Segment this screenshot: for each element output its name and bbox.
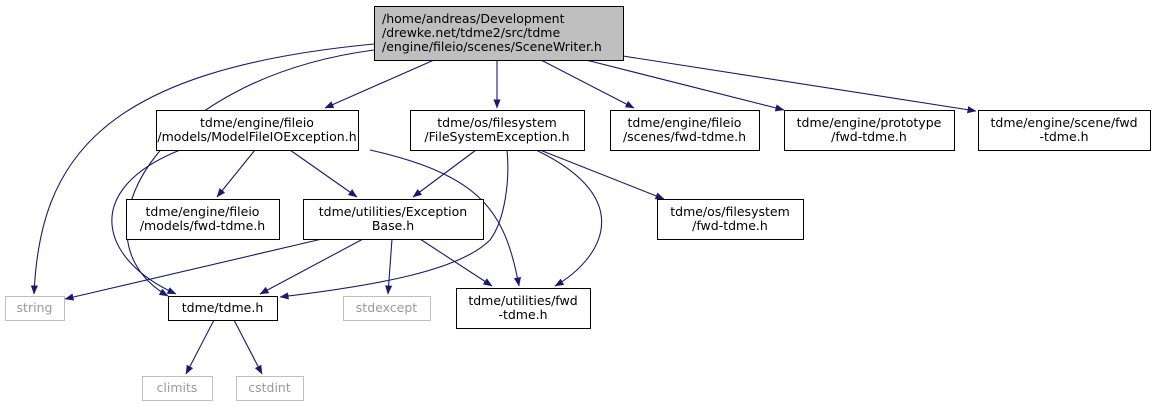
edge-tdme-to-climits xyxy=(185,319,215,375)
node-box xyxy=(126,199,280,240)
edge-tdme-to-cstdint xyxy=(233,319,263,375)
node-label-line: -tdme.h xyxy=(1039,129,1088,144)
node-label-line: /fwd-tdme.h xyxy=(831,129,907,144)
edge-modelfileioexception-to-models-fwd xyxy=(216,149,256,198)
node-label-line: string xyxy=(17,300,53,315)
node-box xyxy=(142,376,213,401)
node-string[interactable]: string xyxy=(5,296,65,321)
node-climits[interactable]: climits xyxy=(142,376,213,401)
node-label-line: cstdint xyxy=(248,380,291,395)
node-filesystem-fwd[interactable]: tdme/os/filesystem/fwd-tdme.h xyxy=(657,199,804,240)
node-label-line: tdme/os/filesystem xyxy=(437,115,557,130)
node-label-line: /drewke.net/tdme2/src/tdme xyxy=(382,25,560,40)
node-label-line: tdme/engine/prototype xyxy=(797,115,942,130)
edges xyxy=(30,43,977,375)
node-scenes-fwd[interactable]: tdme/engine/fileio/scenes/fwd-tdme.h xyxy=(610,110,760,151)
node-label-line: tdme/engine/fileio xyxy=(628,115,742,130)
edge-root-to-prototype-fwd xyxy=(585,59,785,112)
node-box xyxy=(657,199,804,240)
edge-exceptionbase-to-stdexcept xyxy=(385,238,393,295)
edge-filesystemexception-to-exceptionbase xyxy=(412,149,477,198)
node-tdme[interactable]: tdme/tdme.h xyxy=(168,296,278,321)
node-prototype-fwd[interactable]: tdme/engine/prototype/fwd-tdme.h xyxy=(784,110,955,151)
node-box xyxy=(610,110,760,151)
edge-modelfileioexception-to-utilities-fwd xyxy=(369,149,521,287)
edge-filesystemexception-to-tdme xyxy=(279,149,509,300)
edge-exceptionbase-to-tdme xyxy=(259,238,364,295)
edge-exceptionbase-to-string xyxy=(64,238,323,301)
node-box xyxy=(156,110,359,151)
edge-filesystemexception-to-filesystem-fwd xyxy=(539,149,665,200)
edge-filesystemexception-to-utilities-fwd xyxy=(535,149,603,287)
node-label-line: tdme/os/filesystem xyxy=(670,204,790,219)
node-label-line: tdme/engine/fileio xyxy=(200,115,314,130)
node-box xyxy=(343,296,431,321)
node-label-line: climits xyxy=(157,380,198,395)
node-label-line: Base.h xyxy=(372,218,414,233)
node-root[interactable]: /home/andreas/Development/drewke.net/tdm… xyxy=(374,6,624,61)
node-filesystemexception[interactable]: tdme/os/filesystem/FileSystemException.h xyxy=(410,110,585,151)
node-cstdint[interactable]: cstdint xyxy=(236,376,304,401)
nodes: /home/andreas/Development/drewke.net/tdm… xyxy=(5,6,1151,401)
node-label-line: tdme/utilities/Exception xyxy=(319,204,467,219)
node-label-line: tdme/engine/scene/fwd xyxy=(991,115,1138,130)
edge-root-to-scenes-fwd xyxy=(540,59,635,109)
node-label-line: /fwd-tdme.h xyxy=(692,218,768,233)
node-label-line: /engine/fileio/scenes/SceneWriter.h xyxy=(382,39,602,54)
node-box xyxy=(5,296,65,321)
node-label-line: /FileSystemException.h xyxy=(424,129,569,144)
node-label-line: tdme/tdme.h xyxy=(182,300,264,315)
node-scene-fwd[interactable]: tdme/engine/scene/fwd-tdme.h xyxy=(978,110,1151,151)
node-label-line: -tdme.h xyxy=(498,307,547,322)
node-stdexcept[interactable]: stdexcept xyxy=(343,296,431,321)
node-box xyxy=(978,110,1151,151)
node-box xyxy=(410,110,585,151)
node-box xyxy=(374,6,624,61)
node-utilities-fwd[interactable]: tdme/utilities/fwd-tdme.h xyxy=(456,288,591,329)
edge-modelfileioexception-to-exceptionbase xyxy=(289,149,358,198)
node-box xyxy=(236,376,304,401)
node-label-line: tdme/engine/fileio xyxy=(146,204,260,219)
edge-root-to-string xyxy=(30,43,375,295)
node-label-line: tdme/utilities/fwd xyxy=(468,293,577,308)
node-modelfileioexception[interactable]: tdme/engine/fileio/models/ModelFileIOExc… xyxy=(156,110,359,151)
edge-exceptionbase-to-utilities-fwd xyxy=(419,238,493,287)
node-label-line: /scenes/fwd-tdme.h xyxy=(623,129,746,144)
node-box xyxy=(168,296,278,321)
node-box xyxy=(303,199,484,240)
node-models-fwd[interactable]: tdme/engine/fileio/models/fwd-tdme.h xyxy=(126,199,280,240)
node-label-line: stdexcept xyxy=(356,300,417,315)
node-box xyxy=(456,288,591,329)
node-label-line: /home/andreas/Development xyxy=(382,11,565,26)
node-box xyxy=(784,110,955,151)
node-label-line: /models/ModelFileIOException.h xyxy=(157,129,356,144)
node-label-line: /models/fwd-tdme.h xyxy=(140,218,265,233)
edge-root-to-tdme xyxy=(126,49,375,297)
edge-root-to-scene-fwd xyxy=(622,55,977,114)
edge-root-to-modelfileioexception xyxy=(324,59,435,109)
